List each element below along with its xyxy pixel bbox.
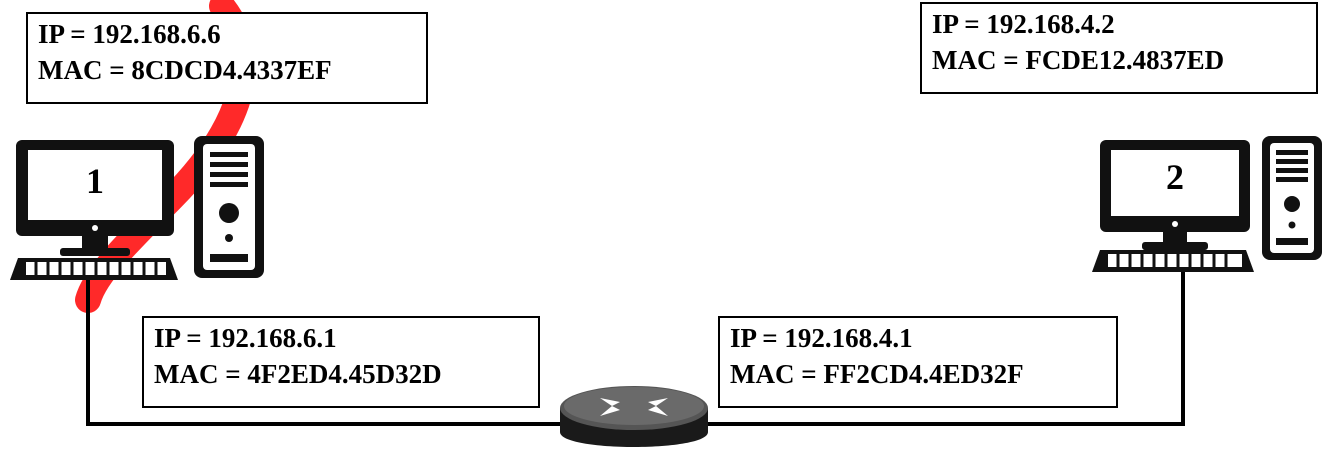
network-links xyxy=(86,262,1185,426)
router-right-mac-text: MAC = FF2CD4.4ED32F xyxy=(730,359,1024,389)
link-host1-router xyxy=(86,275,560,426)
host1-number-label: 1 xyxy=(86,161,104,201)
host1-ip-text: IP = 192.168.6.6 xyxy=(38,19,221,49)
router-right-ip-text: IP = 192.168.4.1 xyxy=(730,323,913,353)
router-icon xyxy=(560,386,708,447)
host1-mac-text: MAC = 8CDCD4.4337EF xyxy=(38,55,332,85)
host1-address-box: IP = 192.168.6.6 MAC = 8CDCD4.4337EF xyxy=(26,12,428,104)
computer-2-icon xyxy=(1092,136,1322,272)
host2-address-box: IP = 192.168.4.2 MAC = FCDE12.4837ED xyxy=(920,2,1318,94)
link-router-host2 xyxy=(708,262,1185,426)
host2-number-label: 2 xyxy=(1166,157,1184,197)
host2-ip-text: IP = 192.168.4.2 xyxy=(932,9,1115,39)
computer-1-icon xyxy=(10,136,264,280)
host2-mac-text: MAC = FCDE12.4837ED xyxy=(932,45,1225,75)
router-left-ip-text: IP = 192.168.6.1 xyxy=(154,323,337,353)
router-left-mac-text: MAC = 4F2ED4.45D32D xyxy=(154,359,442,389)
router-left-interface-box: IP = 192.168.6.1 MAC = 4F2ED4.45D32D xyxy=(142,316,540,408)
router-right-interface-box: IP = 192.168.4.1 MAC = FF2CD4.4ED32F xyxy=(718,316,1118,408)
